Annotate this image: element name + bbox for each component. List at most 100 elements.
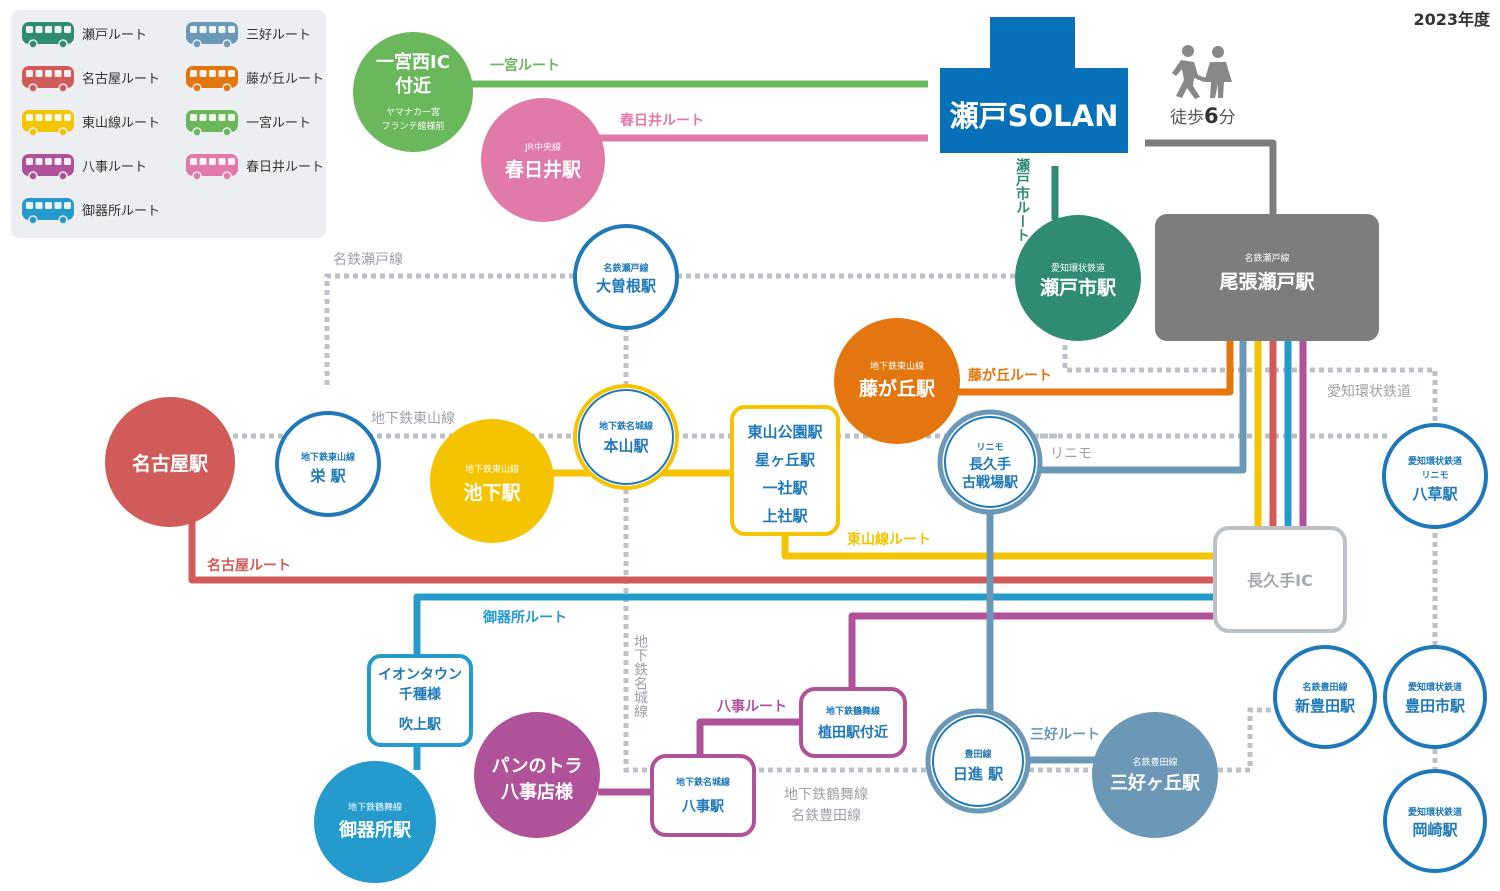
legend-label: 東山線ルート [82, 115, 160, 131]
legend-label: 三好ルート [246, 28, 311, 43]
bus-icon [186, 110, 238, 137]
route-fujigaoka-line [940, 338, 1234, 396]
station-aeon-chikusa[interactable]: イオンタウン 千種様 吹上駅 [367, 654, 473, 747]
ic-label: 長久手IC [1247, 571, 1313, 590]
walking-people-icon [1172, 45, 1232, 99]
station-ozone[interactable]: 名鉄瀬戸線 大曽根駅 [573, 224, 679, 330]
station-nagakute-kosenjo[interactable]: リニモ 長久手 古戦場駅 [937, 409, 1043, 515]
legend-label: 一宮ルート [246, 115, 311, 131]
rail-label-linimo: リニモ [1050, 446, 1092, 462]
station-sub-label: 地下鉄鶴舞線 [348, 801, 402, 813]
legend-label: 名古屋ルート [82, 71, 160, 87]
station-label: 八草駅 [1411, 485, 1458, 503]
station-label: 藤が丘駅 [859, 377, 936, 400]
station-sub-label: 地下鉄東山線 [870, 360, 924, 372]
solan-building-shape [940, 17, 1128, 153]
station-label: 御器所駅 [338, 819, 412, 841]
walk-line [1145, 139, 1277, 215]
station-sub-label: 愛知環状鉄道 [1408, 681, 1462, 693]
legend-item: 名古屋ルート [22, 66, 160, 93]
route-label-ichinomiya: 一宮ルート [490, 57, 560, 74]
station-label: 本山駅 [603, 437, 649, 455]
route-label-gokiso: 御器所ルート [482, 609, 567, 626]
station-toyota-shi[interactable]: 愛知環状鉄道 豊田市駅 [1383, 645, 1487, 749]
station-label: 日進 駅 [953, 765, 1004, 783]
solan-name: 瀬戸SOLAN [950, 99, 1119, 133]
bus-icon [22, 198, 74, 225]
station-label: 名古屋駅 [132, 452, 209, 475]
station-kasugai[interactable]: JR中央線 春日井駅 [481, 98, 605, 222]
station-nagoya[interactable]: 名古屋駅 [105, 397, 235, 527]
legend-item: 一宮ルート [186, 110, 311, 137]
station-motoyama[interactable]: 地下鉄名城線 本山駅 [573, 384, 679, 490]
bus-icon [22, 110, 74, 137]
station-label: 大曽根駅 [596, 277, 657, 295]
bus-icon [22, 22, 74, 49]
station-higashiyama-group[interactable]: 東山公園駅 星ヶ丘駅 一社駅 上社駅 [730, 405, 840, 536]
station-sub-label: 地下鉄名城線 [676, 776, 730, 788]
legend-item: 藤が丘ルート [186, 66, 324, 93]
station-label: 三好ヶ丘駅 [1110, 772, 1201, 794]
station-sakae[interactable]: 地下鉄東山線 栄 駅 [275, 411, 381, 517]
station-fujigaoka[interactable]: 地下鉄東山線 藤が丘駅 [834, 318, 960, 444]
route-label-seto: 瀬戸市ルート [1014, 157, 1030, 242]
rail-meitetsu-seto [324, 273, 1040, 385]
station-yakusa[interactable]: 愛知環状鉄道 リニモ 八草駅 [1382, 423, 1488, 529]
station-ueda[interactable]: 地下鉄鶴舞線 植田駅付近 [799, 687, 907, 758]
rail-label-aikan: 愛知環状鉄道 [1327, 383, 1411, 400]
legend-item: 御器所ルート [22, 198, 160, 225]
station-sub-label: 愛知環状鉄道 [1408, 455, 1462, 467]
station-label: 星ヶ丘駅 [755, 451, 816, 469]
station-label: 上社駅 [762, 507, 808, 525]
station-label: 植田駅付近 [817, 724, 888, 741]
station-label: 一宮西IC [376, 51, 450, 73]
route-yagoto-line [598, 612, 1215, 796]
station-okazaki[interactable]: 愛知環状鉄道 岡崎駅 [1383, 769, 1487, 873]
station-sub-label: リニモ [976, 442, 1003, 453]
rail-label-tsurumai: 地下鉄鶴舞線 [784, 786, 868, 803]
station-sub-label: 名鉄豊田線 [1302, 681, 1347, 693]
seto-solan[interactable]: 瀬戸SOLAN [940, 17, 1128, 153]
station-sub-label: 豊田線 [964, 748, 991, 760]
station-owari-seto[interactable]: 名鉄瀬戸線 尾張瀬戸駅 [1155, 214, 1379, 341]
station-sub-label: 地下鉄名城線 [599, 420, 653, 432]
rail-label-meijo: 地下鉄名城線 [632, 634, 648, 718]
station-label: 八事駅 [681, 798, 725, 815]
rail-label-higashiyama: 地下鉄東山線 [371, 411, 455, 427]
route-nagoya-line [188, 515, 1215, 584]
station-sub-label: 愛知環状鉄道 [1408, 806, 1462, 818]
station-ichinomiya-ic[interactable]: 一宮西IC 付近 ヤマナカ一宮 フランテ館様前 [353, 32, 473, 152]
station-sub-label: 名鉄瀬戸線 [603, 262, 648, 274]
station-sub-label: ヤマナカ一宮 [386, 106, 440, 118]
station-label: 栄 駅 [309, 467, 346, 485]
station-shin-toyota[interactable]: 名鉄豊田線 新豊田駅 [1273, 645, 1377, 749]
station-pan-no-tora[interactable]: パンのトラ 八事店様 [474, 712, 600, 838]
bus-icon [186, 66, 238, 93]
route-label-miyoshi: 三好ルート [1030, 726, 1100, 743]
walk-label: 徒歩6分 [1170, 104, 1236, 128]
nagakute-ic[interactable]: 長久手IC [1213, 526, 1347, 633]
station-gokiso[interactable]: 地下鉄鶴舞線 御器所駅 [314, 761, 436, 883]
station-sub-label: 愛知環状鉄道 [1051, 262, 1105, 274]
station-label: 吹上駅 [399, 716, 442, 733]
bus-icon [22, 154, 74, 181]
route-miyoshi-line [986, 500, 1100, 764]
station-seto-shi[interactable]: 愛知環状鉄道 瀬戸市駅 [1015, 215, 1141, 341]
station-nisshin[interactable]: 豊田線 日進 駅 [925, 708, 1031, 814]
station-ikeshita[interactable]: 地下鉄東山線 池下駅 [430, 419, 554, 543]
station-sub-label: JR中央線 [524, 141, 561, 153]
station-label: 新豊田駅 [1295, 697, 1356, 715]
legend-item: 瀬戸ルート [22, 22, 147, 49]
route-labels: 一宮ルート 春日井ルート 瀬戸市ルート 藤が丘ルート 東山線ルート 名古屋ルート… [207, 57, 1100, 743]
station-miyoshigaoka[interactable]: 名鉄豊田線 三好ヶ丘駅 [1092, 712, 1218, 838]
station-yagoto[interactable]: 地下鉄名城線 八事駅 [650, 754, 756, 837]
rail-label-toyota: 名鉄豊田線 [791, 808, 861, 824]
route-miyoshi-upper-line [1030, 338, 1247, 474]
legend-label: 八事ルート [82, 160, 147, 175]
station-sub-label: 名鉄豊田線 [1132, 756, 1177, 768]
bus-icon [22, 66, 74, 93]
station-label: イオンタウン [378, 667, 462, 683]
